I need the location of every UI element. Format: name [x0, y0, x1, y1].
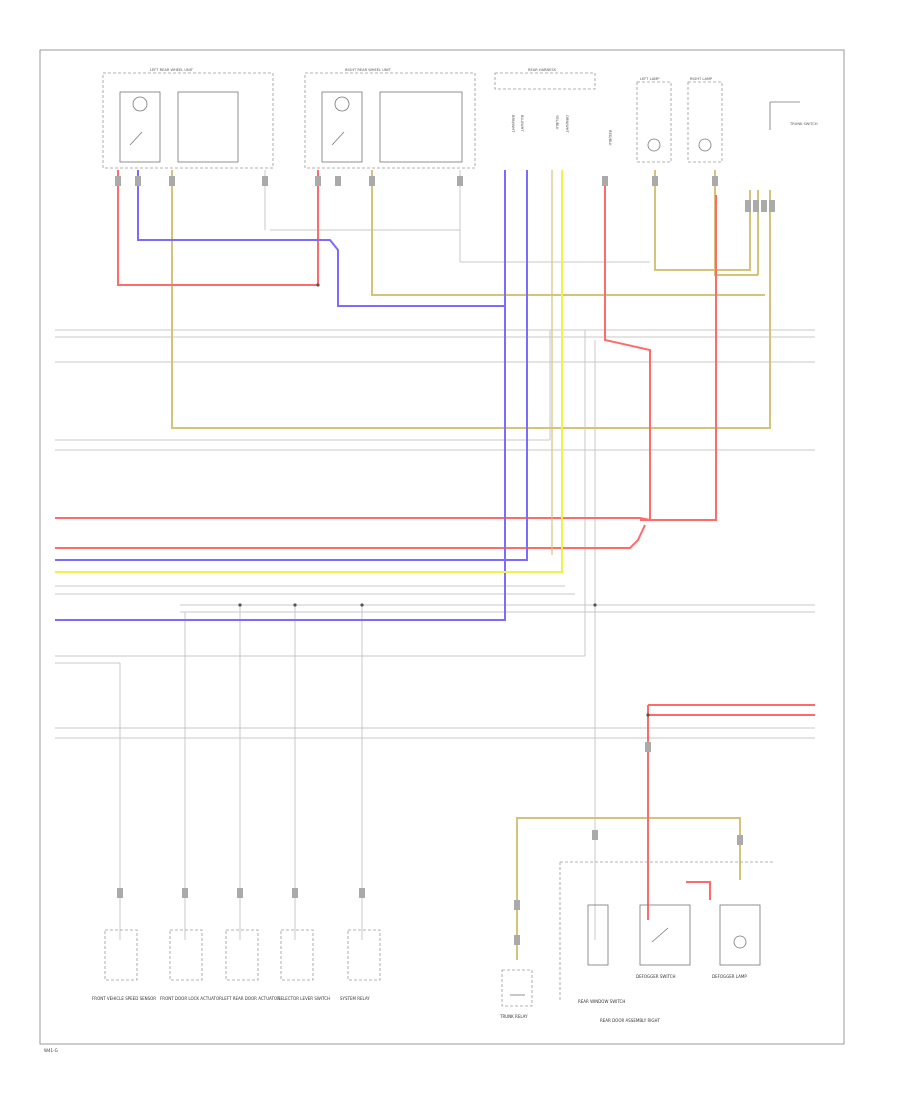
defogger-switch-label: DEFOGGER SWITCH — [636, 974, 676, 979]
right-unit-switch-box — [379, 91, 463, 163]
left-lamp-housing — [636, 81, 672, 163]
defogger-lamp-bulb-icon — [733, 935, 747, 949]
blue-wires — [55, 170, 528, 621]
tan-wires — [171, 170, 771, 960]
right-assembly-housing — [501, 861, 775, 1007]
right-unit-motor-box — [321, 91, 363, 163]
gray-bus-lines — [55, 229, 815, 739]
vertical-wire-labels: BRN/WHT BLU/WHT YEL/BLK ORN/WHT RED/BLK — [511, 115, 612, 146]
bottom-component-label-2: FRONT DOOR LOCK ACTUATOR — [160, 996, 222, 1001]
bottom-component-label-3: LEFT REAR DOOR ACTUATOR — [222, 996, 280, 1001]
top-housing-inner — [119, 91, 800, 163]
yellow-wires — [55, 170, 563, 573]
right-motor-icon — [334, 96, 350, 112]
connector-pins — [115, 176, 775, 945]
left-unit-switch-box — [177, 91, 239, 163]
left-unit-motor-box — [119, 91, 161, 163]
red-wires — [55, 170, 815, 920]
defogger-lamp-box — [719, 904, 761, 966]
assembly-label: REAR DOOR ASSEMBLY RIGHT — [600, 1018, 661, 1023]
defogger-switch-contact-icon — [651, 927, 669, 943]
defogger-lamp-label: DEFOGGER LAMP — [712, 974, 747, 979]
left-motor-icon — [132, 96, 148, 112]
left-rear-wheel-unit-label: LEFT REAR WHEEL UNIT — [150, 68, 194, 72]
rear-harness-label: REAR HARNESS — [528, 68, 557, 72]
right-lamp-bulb-icon — [698, 138, 712, 152]
right-rear-wheel-unit-label: RIGHT REAR WHEEL UNIT — [345, 68, 392, 72]
left-rear-wheel-unit-housing — [102, 72, 274, 169]
rear-harness-housing — [494, 72, 596, 90]
bottom-component-housings — [104, 929, 381, 981]
right-switch-contact-icon — [331, 131, 345, 146]
rear-window-switch-box — [587, 904, 609, 966]
wire-label-1: BRN/WHT — [511, 115, 515, 133]
left-lamp-label: LEFT LAMP — [640, 77, 660, 81]
page-code: W41-G — [44, 1048, 58, 1053]
bottom-component-label-1: FRONT VEHICLE SPEED SENSOR — [92, 996, 156, 1001]
wire-label-2: BLU/WHT — [520, 115, 524, 132]
right-lamp-label: RIGHT LAMP — [690, 77, 713, 81]
right-rear-wheel-unit-housing — [304, 72, 476, 169]
left-switch-contact-icon — [129, 131, 143, 146]
right-lamp-housing — [687, 81, 723, 163]
wire-label-3: YEL/BLK — [555, 115, 559, 130]
left-lamp-bulb-icon — [647, 138, 661, 152]
trunk-switch-label: TRUNK SWITCH — [789, 122, 818, 126]
trunk-relay-label: TRUNK RELAY — [499, 1014, 528, 1019]
bottom-component-label-4: SELECTOR LEVER SWITCH — [278, 996, 330, 1001]
diagram-frame — [39, 49, 845, 1045]
bottom-component-label-5: SYSTEM RELAY — [340, 996, 370, 1001]
top-housings — [102, 72, 723, 169]
right-assembly-parts — [510, 904, 761, 996]
wire-label-4: ORN/WHT — [565, 115, 569, 133]
defogger-switch-box — [639, 904, 691, 966]
wire-label-5: RED/BLK — [608, 130, 612, 146]
rear-window-switch-label: REAR WINDOW SWITCH — [578, 999, 625, 1004]
splice-dots — [238, 283, 650, 717]
